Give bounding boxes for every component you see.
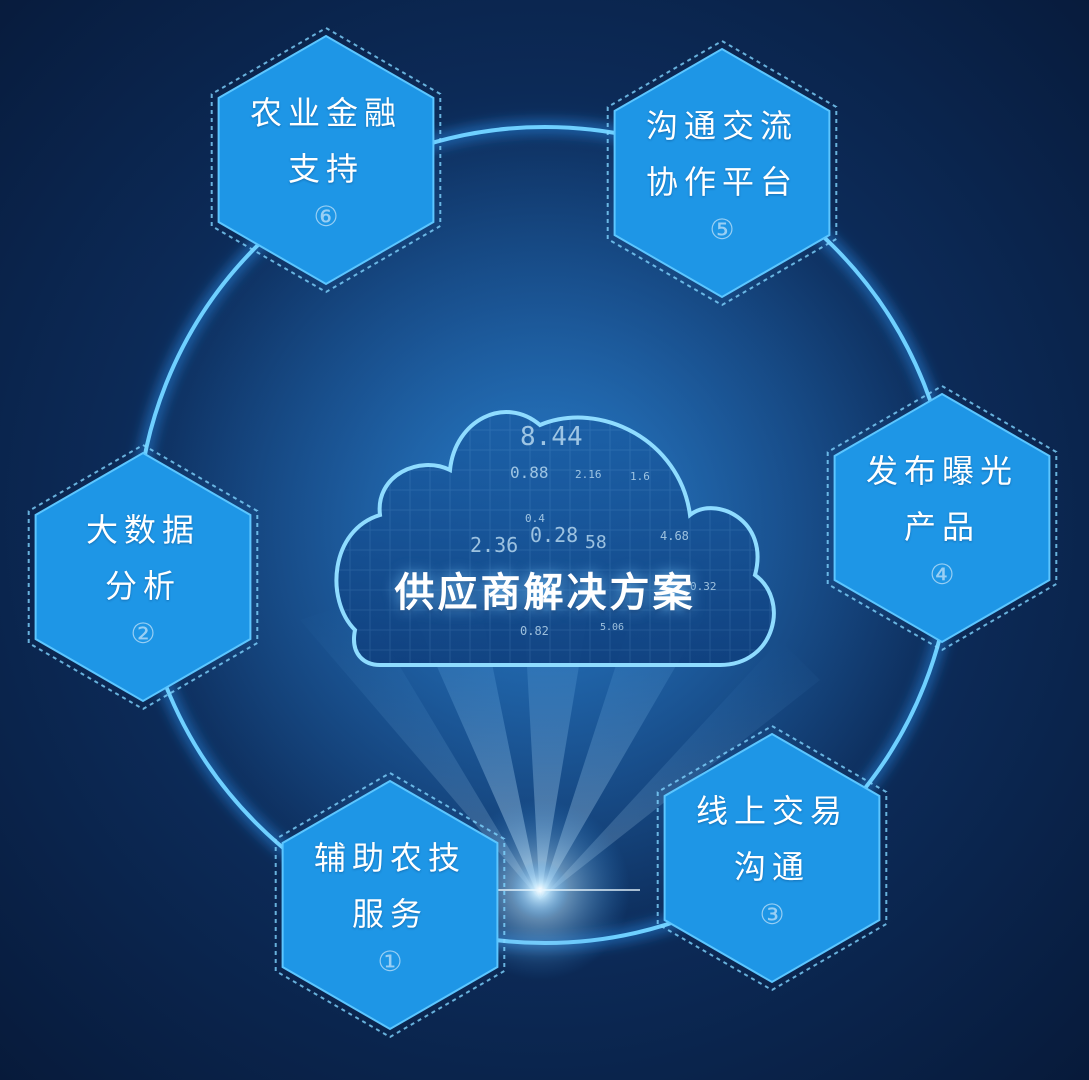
cloud-number: 1.6 (630, 470, 650, 483)
hex-shape (281, 779, 499, 1031)
hex-outline (27, 443, 259, 711)
node-number: ② (130, 617, 156, 650)
cloud-number: 0.82 (520, 624, 549, 638)
cloud-number: 5.06 (600, 622, 624, 633)
node-number: ④ (929, 558, 955, 591)
node-line: 分析 (104, 567, 181, 605)
node-agri-tech: 辅助农技 服务 ① (283, 781, 498, 1029)
node-line: 协作平台 (645, 163, 798, 201)
node-number: ③ (759, 898, 785, 931)
cloud-number: 0.4 (525, 512, 545, 525)
node-line: 农业金融 (249, 94, 402, 132)
hex-outline (210, 26, 442, 294)
cloud-number: 4.68 (660, 529, 689, 543)
node-line: 大数据 (85, 511, 200, 549)
hex-shape (34, 451, 252, 703)
hex-shape (663, 732, 881, 984)
node-line: 支持 (287, 150, 364, 188)
node-number: ① (377, 945, 403, 978)
node-line: 产品 (903, 508, 980, 546)
cloud-number: 58 (585, 532, 607, 553)
cloud-number: 0.32 (690, 580, 717, 593)
node-number: ⑥ (313, 200, 339, 233)
node-line: 沟通交流 (645, 107, 798, 145)
cloud-number: 2.36 (470, 533, 518, 557)
node-online-trade: 线上交易 沟通 ③ (665, 734, 880, 982)
cloud-number: 8.44 (520, 422, 583, 452)
center-title: 供应商解决方案 (394, 570, 696, 616)
hex-layer (27, 26, 1058, 1039)
node-line: 沟通 (733, 848, 810, 886)
cloud-grid (336, 412, 774, 665)
cloud-number: 0.88 (510, 463, 549, 482)
cloud-number: 2.16 (575, 468, 602, 481)
hex-shape (217, 34, 435, 286)
node-line: 线上交易 (695, 792, 848, 830)
hex-outline (606, 39, 838, 307)
node-agri-finance: 农业金融 支持 ⑥ (219, 36, 434, 284)
node-number: ⑤ (709, 213, 735, 246)
cloud: 8.44 0.88 2.16 1.6 0.4 2.36 0.28 58 0.82 4.68 5.06… (334, 410, 776, 667)
hex-shape (833, 392, 1051, 644)
node-line: 发布曝光 (865, 452, 1018, 490)
cloud-number: 0.28 (530, 523, 578, 547)
node-big-data: 大数据 分析 ② (36, 453, 251, 701)
node-line: 服务 (351, 895, 428, 933)
node-communication: 沟通交流 协作平台 ⑤ (615, 49, 830, 297)
cloud-numbers: 8.44 0.88 2.16 1.6 0.4 2.36 0.28 58 0.82 4.68 5.06… (470, 422, 717, 638)
node-publish-products: 发布曝光 产品 ④ (835, 394, 1050, 642)
hex-outline (656, 724, 888, 992)
hex-shape (613, 47, 831, 299)
hex-outline (274, 771, 506, 1039)
node-line: 辅助农技 (313, 839, 466, 877)
hex-outline (826, 384, 1058, 652)
